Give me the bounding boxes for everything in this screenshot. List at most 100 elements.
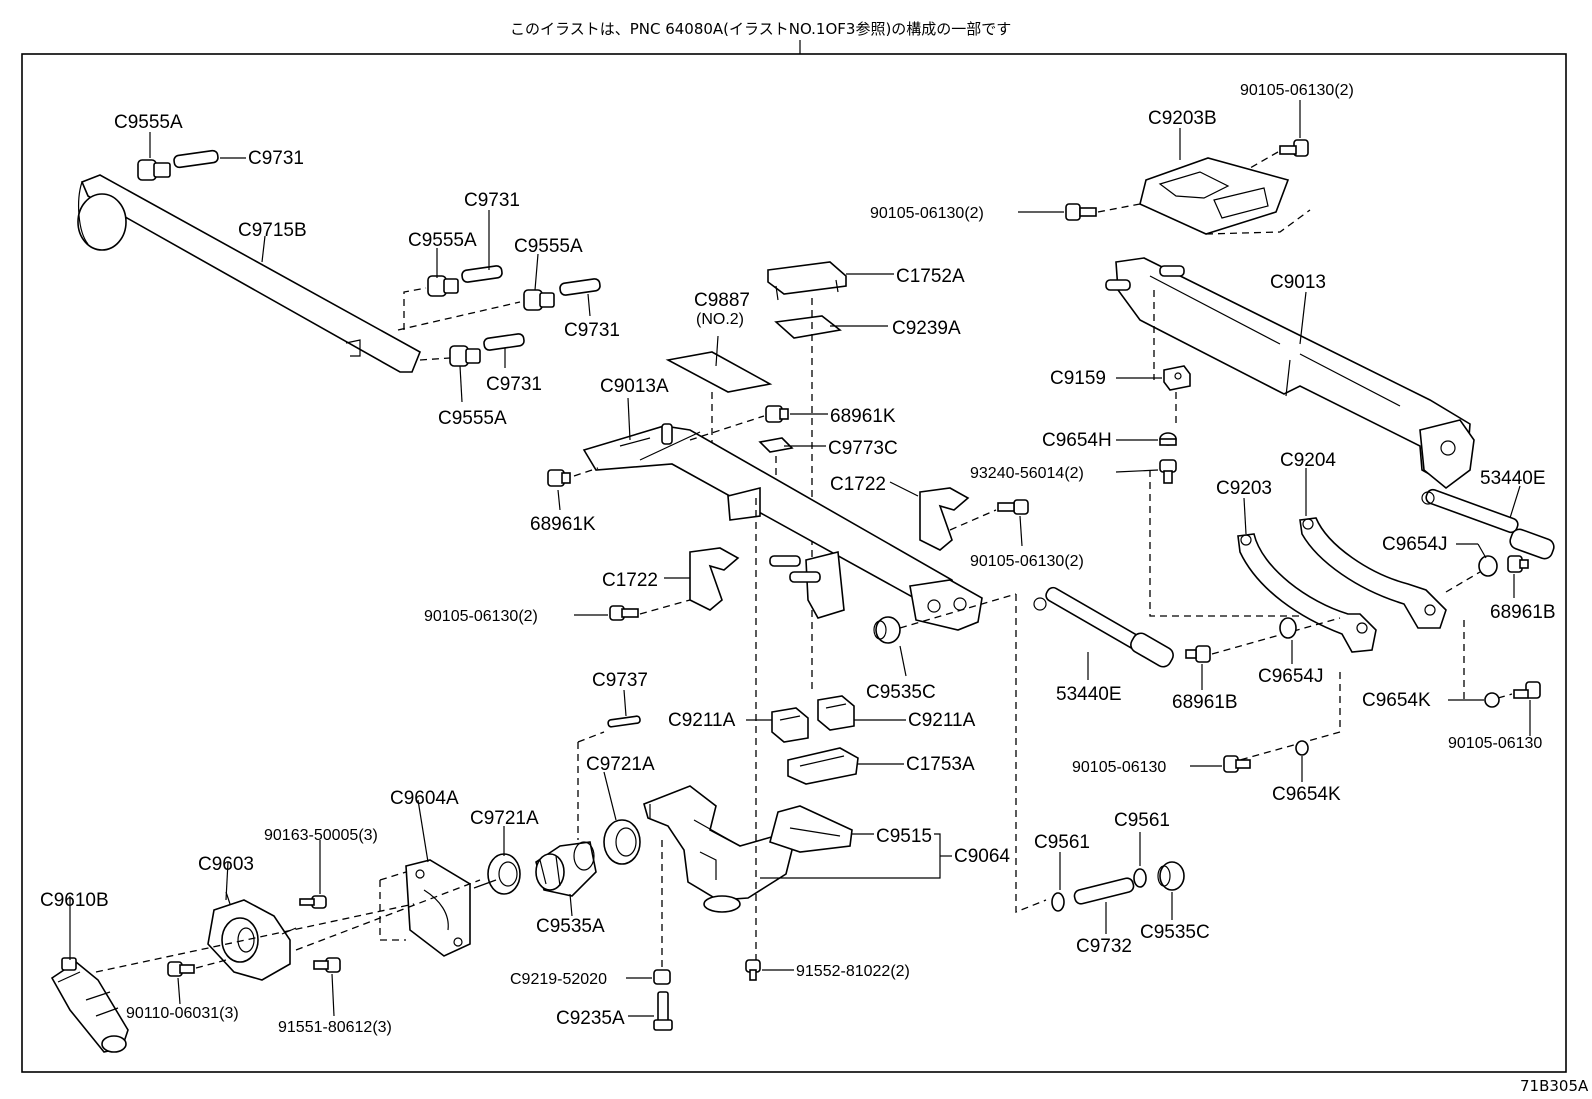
part-c9731-pin-1[interactable] [173,149,219,169]
part-c9204-link[interactable] [1299,517,1447,629]
part-c9731-pin-3[interactable] [559,278,601,296]
part-68961k-nut-2[interactable] [547,469,571,487]
label-c9515[interactable]: C9515 [876,826,932,847]
label-c9561-2[interactable]: C9561 [1114,810,1170,831]
part-c9731-pin-2[interactable] [461,265,503,283]
part-c9603-housing[interactable] [207,891,297,981]
part-90110-bolt[interactable] [167,961,195,977]
label-c9203b[interactable]: C9203B [1148,108,1217,129]
part-c9732-pin[interactable] [1073,877,1135,905]
part-c9555a-collar-2[interactable] [427,275,459,297]
part-c9654j-collar-1[interactable] [1478,555,1498,577]
part-93240-screw[interactable] [1159,459,1177,484]
part-c9654k-collar-1[interactable] [1484,692,1500,708]
label-c9887[interactable]: C9887 [694,290,750,311]
part-68961b-nut-2[interactable] [1185,645,1211,663]
part-c9211a-clip-2[interactable] [817,695,855,731]
part-68961b-nut-1[interactable] [1507,555,1529,573]
part-91552-screw[interactable] [745,959,761,981]
part-c9219-nut[interactable] [653,969,671,985]
part-c9715b-bar[interactable] [77,174,422,373]
label-c9731-2[interactable]: C9731 [464,190,520,211]
label-c9235a[interactable]: C9235A [556,1008,625,1029]
label-c1722-1[interactable]: C1722 [830,474,886,495]
label-90105-f[interactable]: 90105-06130 [1072,759,1166,776]
part-c9610b-motor[interactable] [50,957,129,1053]
part-53440e-damper-2[interactable] [1033,585,1176,669]
label-c9203[interactable]: C9203 [1216,478,1272,499]
label-c9604a[interactable]: C9604A [390,788,459,809]
label-c9610b[interactable]: C9610B [40,890,109,911]
part-90105-bolt-e[interactable] [1513,681,1541,699]
label-53440e-1[interactable]: 53440E [1480,468,1546,489]
label-c9721a-2[interactable]: C9721A [586,754,655,775]
label-c1722-2[interactable]: C1722 [602,570,658,591]
part-c1753a-clip[interactable] [787,747,859,785]
part-c9731-pin-4[interactable] [483,333,525,351]
label-c9555a-3[interactable]: C9555A [514,236,583,257]
label-c9535a[interactable]: C9535A [536,916,605,937]
part-c9555a-collar-4[interactable] [449,345,481,367]
part-90163-screw[interactable] [299,895,327,909]
part-c9535c-bushing-2[interactable] [1157,861,1185,891]
label-c9159[interactable]: C9159 [1050,368,1106,389]
part-c9887-pad[interactable] [665,351,773,393]
label-c9211a-1[interactable]: C9211A [668,710,736,731]
part-c9535a-gear[interactable] [535,841,597,897]
part-c9654j-collar-2[interactable] [1279,617,1297,639]
label-c9013a[interactable]: C9013A [600,376,669,397]
part-c9721a-ring-1[interactable] [487,853,521,895]
part-c9235a-bolt[interactable] [653,991,673,1031]
label-68961b-2[interactable]: 68961B [1172,692,1238,713]
part-c9721a-ring-2[interactable] [603,819,641,865]
label-c9239a[interactable]: C9239A [892,318,961,339]
label-c9773c[interactable]: C9773C [828,438,898,459]
label-c9561-1[interactable]: C9561 [1034,832,1090,853]
part-c9737-pin[interactable] [607,715,641,728]
label-c1753a[interactable]: C1753A [906,754,975,775]
label-c9013[interactable]: C9013 [1270,272,1326,293]
part-c9159-block[interactable] [1163,365,1191,391]
part-68961k-nut-1[interactable] [765,405,789,423]
part-c9654k-collar-2[interactable] [1295,740,1309,756]
part-c9654h-collar[interactable] [1159,432,1177,446]
part-c9561-ring-1[interactable] [1051,892,1065,912]
part-c1722-bracket-1[interactable] [919,487,970,551]
label-c9732[interactable]: C9732 [1076,936,1132,957]
label-68961k-1[interactable]: 68961K [830,406,896,427]
part-c1722-bracket-2[interactable] [689,547,740,611]
part-c9013a-frame[interactable] [582,423,983,631]
part-c9555a-collar-3[interactable] [523,289,555,311]
label-c9204[interactable]: C9204 [1280,450,1336,471]
label-c9219[interactable]: C9219-52020 [510,971,607,988]
label-c9654j-2[interactable]: C9654J [1258,666,1324,687]
label-90105-b[interactable]: 90105-06130(2) [970,553,1084,570]
part-c9064-bracket[interactable] [643,785,793,913]
part-c1752a-cap[interactable] [767,261,847,301]
label-68961b-1[interactable]: 68961B [1490,602,1556,623]
part-90105-bolt-b[interactable] [997,499,1029,515]
part-c9203b-bracket[interactable] [1139,157,1311,235]
label-90105-c[interactable]: 90105-06130(2) [1240,82,1354,99]
part-90105-bolt-f[interactable] [1223,755,1251,773]
part-c9239a-pad[interactable] [774,315,842,339]
part-c9555a-collar-1[interactable] [137,159,171,181]
part-c9535c-bushing-1[interactable] [873,616,901,644]
part-c9203-link[interactable] [1237,533,1377,653]
label-90110[interactable]: 90110-06031(3) [126,1005,239,1022]
label-c9211a-2[interactable]: C9211A [908,710,976,731]
part-c9211a-clip-1[interactable] [771,707,809,743]
label-c9737[interactable]: C9737 [592,670,648,691]
label-53440e-2[interactable]: 53440E [1056,684,1122,705]
label-91551[interactable]: 91551-80612(3) [278,1019,392,1036]
label-93240[interactable]: 93240-56014(2) [970,465,1084,482]
label-90105-a[interactable]: 90105-06130(2) [424,608,538,625]
label-c9721a-1[interactable]: C9721A [470,808,539,829]
label-c9064[interactable]: C9064 [954,846,1010,867]
label-68961k-2[interactable]: 68961K [530,514,596,535]
label-c9731-1[interactable]: C9731 [248,148,304,169]
label-c9715b[interactable]: C9715B [238,220,307,241]
part-91551-bolt[interactable] [313,957,341,973]
label-c9654k-1[interactable]: C9654K [1362,690,1431,711]
label-91552[interactable]: 91552-81022(2) [796,963,910,980]
